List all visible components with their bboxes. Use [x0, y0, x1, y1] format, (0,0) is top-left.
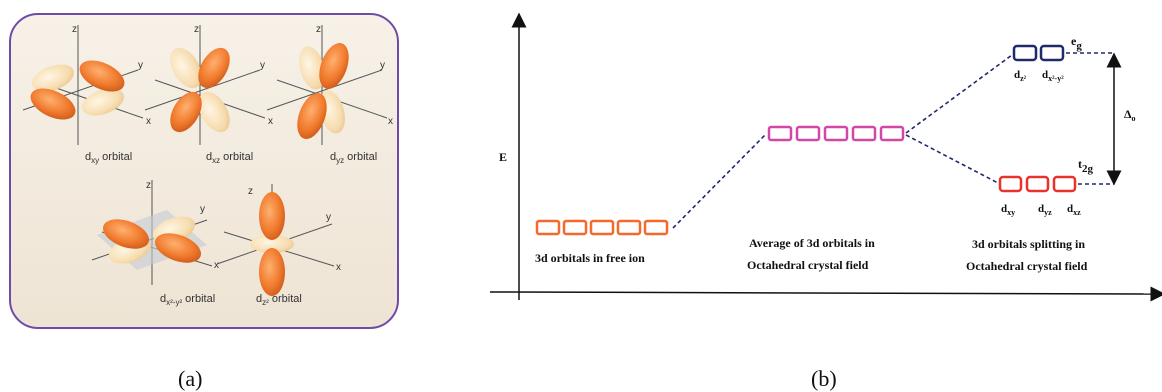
- orbital-dx2-y2: z y x: [91, 180, 219, 285]
- baseline-axis: [489, 286, 1162, 302]
- svg-text:z: z: [72, 24, 77, 35]
- orbital-dxz: z y x: [144, 24, 273, 145]
- svg-text:y: y: [200, 204, 205, 215]
- orbital-label-dxz: dxz orbital: [206, 151, 253, 165]
- average-label-line2: Octahedral crystal field: [747, 258, 869, 272]
- orbital-label-dz2: dz² orbital: [256, 293, 302, 307]
- orbital-label-dyz: dyz orbital: [330, 151, 377, 165]
- average-label-line1: Average of 3d orbitals in: [749, 236, 875, 250]
- svg-text:z: z: [248, 186, 253, 197]
- orbital-label-dxy: dxy orbital: [85, 151, 132, 165]
- splitting-label-line1: 3d orbitals splitting in: [972, 237, 1085, 251]
- orbital-box: [851, 125, 877, 142]
- t2g-orbitals: [998, 175, 1077, 193]
- delta-label: Δo: [1124, 107, 1136, 123]
- orbital-box: [1039, 44, 1065, 62]
- orbital-box: [795, 125, 821, 142]
- orbital-dz2: z y x: [216, 184, 341, 296]
- orbital-label-dx2-y2: dx²-y² orbital: [160, 293, 215, 307]
- orbital-box: [879, 125, 905, 142]
- svg-text:x: x: [336, 262, 341, 273]
- connector-average-eg: [905, 54, 1013, 134]
- svg-text:z: z: [146, 180, 151, 191]
- connector-free-average: [672, 133, 767, 229]
- orbitals-panel: z y x dxy orbital z y x dxz orbital: [9, 13, 399, 329]
- orbital-box: [616, 219, 642, 236]
- eg-label: eg: [1071, 34, 1082, 52]
- t2g-orbital-label-dxz: dxz: [1067, 203, 1081, 217]
- svg-text:x: x: [214, 260, 219, 271]
- orbital-box: [562, 219, 588, 236]
- eg-orbitals: [1012, 44, 1065, 62]
- orbital-box: [1052, 175, 1077, 193]
- orbital-dyz: z y x: [266, 24, 393, 145]
- t2g-orbital-label-dxy: dxy: [1001, 203, 1015, 217]
- orbital-box: [643, 219, 669, 236]
- svg-text:x: x: [388, 116, 393, 127]
- caption-a: (a): [178, 366, 202, 391]
- orbital-box: [823, 125, 849, 142]
- svg-text:y: y: [138, 60, 143, 71]
- orbital-box: [1012, 44, 1038, 62]
- svg-text:x: x: [146, 116, 151, 127]
- energy-diagram: E 3d orbitals in free ion Average of 3d …: [489, 12, 1162, 302]
- svg-text:y: y: [326, 212, 331, 223]
- free-ion-label: 3d orbitals in free ion: [535, 251, 645, 265]
- eg-orbital-label-dz2: dz²: [1014, 69, 1027, 83]
- free-ion-orbitals: [535, 219, 669, 236]
- t2g-orbital-label-dyz: dyz: [1038, 203, 1052, 217]
- eg-orbital-label-dx2y2: dx²-y²: [1042, 69, 1064, 83]
- svg-text:y: y: [260, 60, 265, 71]
- svg-text:y: y: [380, 60, 385, 71]
- orbital-box: [1025, 175, 1050, 193]
- orbital-box: [998, 175, 1023, 193]
- splitting-label-line2: Octahedral crystal field: [966, 259, 1088, 273]
- svg-text:x: x: [268, 116, 273, 127]
- energy-axis-label: E: [499, 150, 507, 164]
- t2g-label: t2g: [1078, 157, 1094, 175]
- orbital-box: [767, 125, 793, 142]
- connector-average-t2g: [905, 134, 999, 184]
- svg-text:z: z: [316, 24, 321, 35]
- average-orbitals: [767, 125, 905, 142]
- caption-b: (b): [811, 366, 837, 391]
- orbital-box: [589, 219, 615, 236]
- orbital-box: [535, 219, 561, 236]
- svg-text:z: z: [194, 24, 199, 35]
- orbital-dxy: z y x: [22, 24, 151, 145]
